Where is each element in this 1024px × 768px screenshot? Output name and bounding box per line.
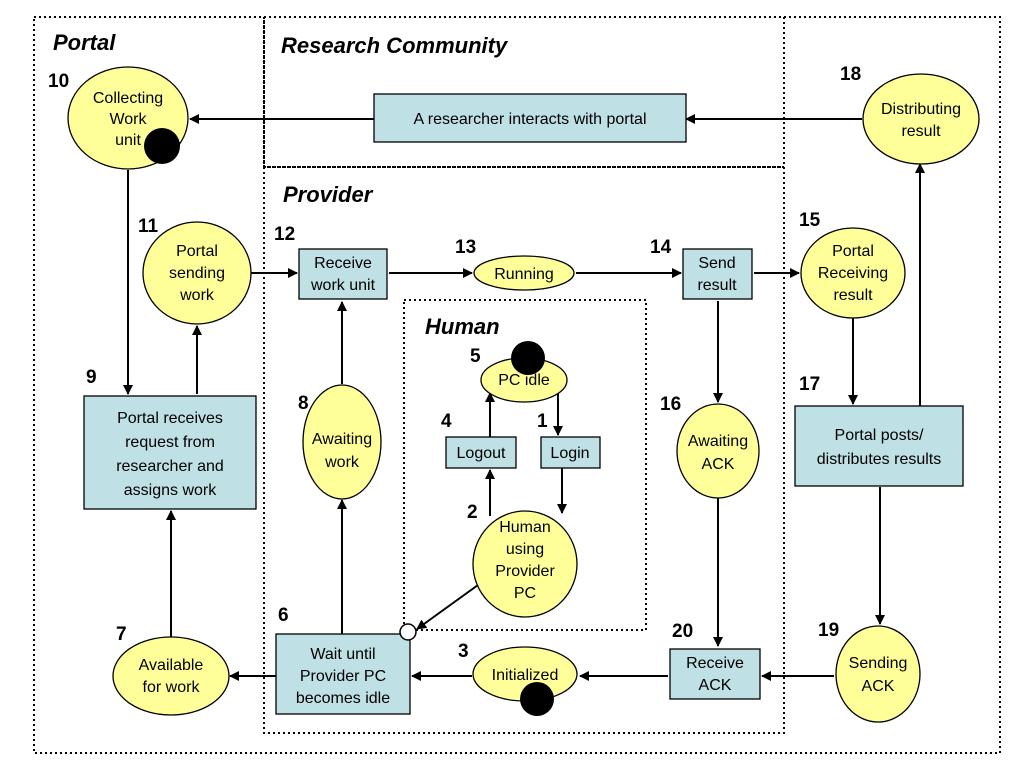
state-10-number: 10 (48, 71, 69, 92)
state-initialized: Initialized 3 (458, 641, 578, 716)
state-11-line-3: work (179, 287, 215, 304)
state-12-line-1: Receive (314, 255, 372, 272)
transition-endpoint-marker (399, 623, 417, 641)
state-send-result: Send result 14 (650, 237, 753, 300)
human-region-title: Human (425, 314, 500, 339)
state-distributing-result: Distributing result 18 (840, 64, 980, 165)
state-16-line-1: Awaiting (688, 433, 748, 450)
state-17-line-2: distributes results (817, 451, 942, 468)
state-18-line-1: Distributing (881, 101, 961, 118)
research-action-label: A researcher interacts with portal (414, 111, 647, 128)
state-6-line-2: Provider PC (300, 668, 386, 685)
state-10-line-1: Collecting (93, 90, 163, 107)
state-6-line-1: Wait until (310, 646, 375, 663)
state-18-line-2: result (901, 123, 941, 140)
state-9-line-1: Portal receives (117, 410, 223, 427)
state-16-line-2: ACK (702, 456, 735, 473)
state-12-number: 12 (274, 224, 295, 245)
state-18-number: 18 (840, 64, 861, 85)
state-1-number: 1 (537, 411, 548, 432)
state-1-label: Login (550, 445, 589, 462)
state-11-number: 11 (138, 216, 159, 237)
state-7-line-1: Available (139, 657, 204, 674)
state-19-line-2: ACK (862, 678, 895, 695)
state-6-number: 6 (278, 605, 289, 626)
state-17-number: 17 (799, 374, 820, 395)
state-8-number: 8 (298, 393, 309, 414)
state-8-line-1: Awaiting (312, 431, 372, 448)
state-4-label: Logout (457, 445, 506, 462)
state-portal-receiving-result: Portal Receiving result 15 (799, 210, 906, 319)
state-5-number: 5 (470, 346, 481, 367)
state-2-line-1: Human (499, 519, 551, 536)
state-human-using-provider-pc: Human using Provider PC 2 (467, 502, 578, 618)
state-wait-until-idle: Wait until Provider PC becomes idle 6 (275, 605, 417, 715)
state-portal-posts-results: Portal posts/ distributes results 17 (794, 374, 964, 487)
state-16-number: 16 (660, 394, 681, 415)
state-14-line-2: result (697, 277, 737, 294)
state-8-line-2: work (324, 454, 360, 471)
state-portal-sending-work: Portal sending work 11 (138, 216, 252, 325)
state-11-line-2: sending (169, 265, 225, 282)
state-sending-ack: Sending ACK 19 (818, 620, 921, 723)
state-running: Running 13 (455, 237, 575, 291)
state-9-line-3: researcher and (116, 458, 224, 475)
state-5-label: PC idle (498, 372, 550, 389)
state-awaiting-work: Awaiting work 8 (298, 384, 382, 500)
state-15-line-1: Portal (832, 243, 874, 260)
state-6-line-3: becomes idle (296, 690, 390, 707)
state-17-line-1: Portal posts/ (835, 427, 924, 444)
arrow-2-to-6 (416, 584, 479, 630)
state-2-line-3: Provider (495, 563, 555, 580)
state-10-line-2: Work (109, 111, 147, 128)
state-19-line-1: Sending (849, 655, 908, 672)
state-receive-ack: Receive ACK 20 (669, 621, 761, 700)
state-19-number: 19 (818, 620, 839, 641)
state-pc-idle: PC idle 5 (470, 341, 568, 403)
state-9-line-2: request from (125, 434, 215, 451)
state-20-line-1: Receive (686, 655, 744, 672)
research-community-title: Research Community (281, 33, 509, 58)
state-available-for-work: Available for work 7 (112, 624, 230, 716)
state-15-number: 15 (799, 210, 821, 231)
state-9-line-4: assigns work (124, 482, 217, 499)
state-4-number: 4 (441, 411, 452, 432)
state-14-number: 14 (650, 237, 672, 258)
state-20-number: 20 (672, 621, 693, 642)
state-3-label: Initialized (492, 667, 559, 684)
state-10-line-3: unit (115, 132, 141, 149)
state-2-line-2: using (506, 541, 544, 558)
provider-region-title: Provider (283, 182, 374, 207)
state-portal-receives-request: Portal receives request from researcher … (83, 367, 257, 510)
state-15-line-3: result (833, 287, 873, 304)
state-receive-work-unit: Receive work unit 12 (274, 224, 388, 300)
state-collecting-work-unit: Collecting Work unit 10 (48, 66, 189, 170)
state-13-number: 13 (455, 237, 476, 258)
state-12-line-2: work unit (310, 277, 376, 294)
state-14-line-1: Send (698, 255, 735, 272)
state-2-line-4: PC (514, 585, 536, 602)
initial-state-marker (511, 341, 545, 375)
state-13-label: Running (494, 266, 554, 283)
outer-border (33, 16, 1001, 754)
portal-region-title: Portal (53, 30, 116, 55)
state-logout: Logout 4 (441, 411, 517, 469)
state-11-line-1: Portal (176, 243, 218, 260)
state-15-line-2: Receiving (818, 265, 888, 282)
final-state-marker (144, 128, 180, 164)
state-2-number: 2 (467, 502, 478, 523)
state-login: Login 1 (537, 411, 601, 469)
state-7-line-2: for work (143, 679, 201, 696)
provider-region (263, 166, 785, 734)
state-20-line-2: ACK (699, 677, 732, 694)
state-9-number: 9 (86, 367, 97, 388)
final-state-marker (520, 682, 554, 716)
human-region (403, 299, 647, 631)
state-awaiting-ack: Awaiting ACK 16 (660, 394, 760, 499)
state-3-number: 3 (458, 641, 469, 662)
state-7-number: 7 (116, 624, 127, 645)
action-researcher-interacts: A researcher interacts with portal (373, 93, 687, 143)
transition-arrows (123, 114, 925, 681)
